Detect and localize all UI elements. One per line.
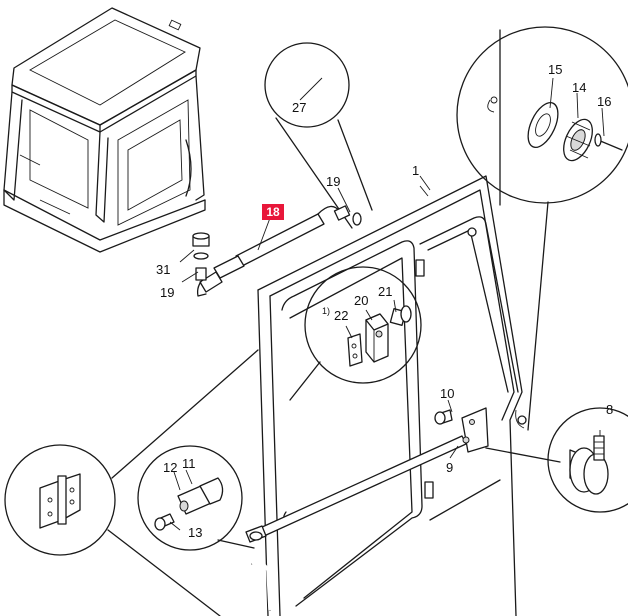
callout-11[interactable]: 11 <box>182 456 196 471</box>
footnote-marker: 1) <box>322 306 330 316</box>
callout-1[interactable]: 1 <box>412 163 419 178</box>
detail-circle-rod-end <box>137 445 255 551</box>
callout-20[interactable]: 20 <box>354 293 368 308</box>
detail-circle-stay-knob <box>547 407 628 513</box>
callout-19-upper[interactable]: 19 <box>326 174 340 189</box>
callout-12[interactable]: 12 <box>163 460 177 475</box>
callout-13[interactable]: 13 <box>188 525 202 540</box>
door-stay-rod <box>245 399 561 543</box>
door-frame <box>251 175 527 616</box>
callout-18[interactable]: 18 <box>266 205 280 219</box>
callout-22[interactable]: 22 <box>334 308 348 323</box>
callout-16[interactable]: 16 <box>597 94 611 109</box>
highlight-callout-18: 18 <box>262 204 284 220</box>
callout-21[interactable]: 21 <box>378 284 392 299</box>
callout-27[interactable]: 27 <box>292 100 306 115</box>
detail-circle-hinge-plate <box>4 349 259 616</box>
callout-19-lower[interactable]: 19 <box>160 285 174 300</box>
detail-circle-allen-key <box>264 42 373 229</box>
callout-15[interactable]: 15 <box>548 62 562 77</box>
callout-labels: 1 8 9 10 11 12 13 14 15 16 19 19 20 21 2… <box>156 62 613 540</box>
detail-circle-latch-bracket <box>289 266 422 401</box>
callout-leaders <box>419 175 431 191</box>
callout-10[interactable]: 10 <box>440 386 454 401</box>
callout-8[interactable]: 8 <box>606 402 613 417</box>
cab-overview <box>3 7 206 253</box>
gas-strut-assembly <box>179 187 362 297</box>
callout-31[interactable]: 31 <box>156 262 170 277</box>
detail-circle-hinge-bearing <box>456 26 628 431</box>
callout-14[interactable]: 14 <box>572 80 586 95</box>
callout-9[interactable]: 9 <box>446 460 453 475</box>
